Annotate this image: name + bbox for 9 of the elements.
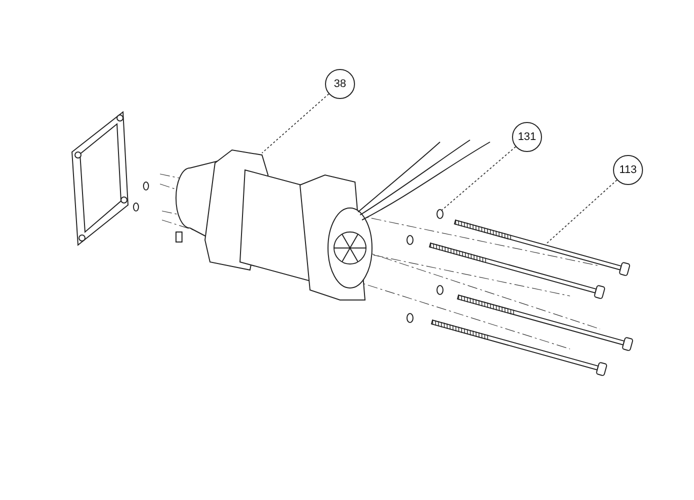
- leader-line: [262, 94, 330, 154]
- callout-number: 38: [325, 69, 355, 99]
- callout-number: 113: [613, 155, 643, 185]
- washer-drawing: [436, 209, 444, 219]
- bolt-drawing: [454, 219, 631, 276]
- motor-drawing: [176, 149, 372, 300]
- callout-number: 131: [512, 122, 542, 152]
- leader-line: [442, 146, 516, 210]
- leader-line: [546, 180, 618, 244]
